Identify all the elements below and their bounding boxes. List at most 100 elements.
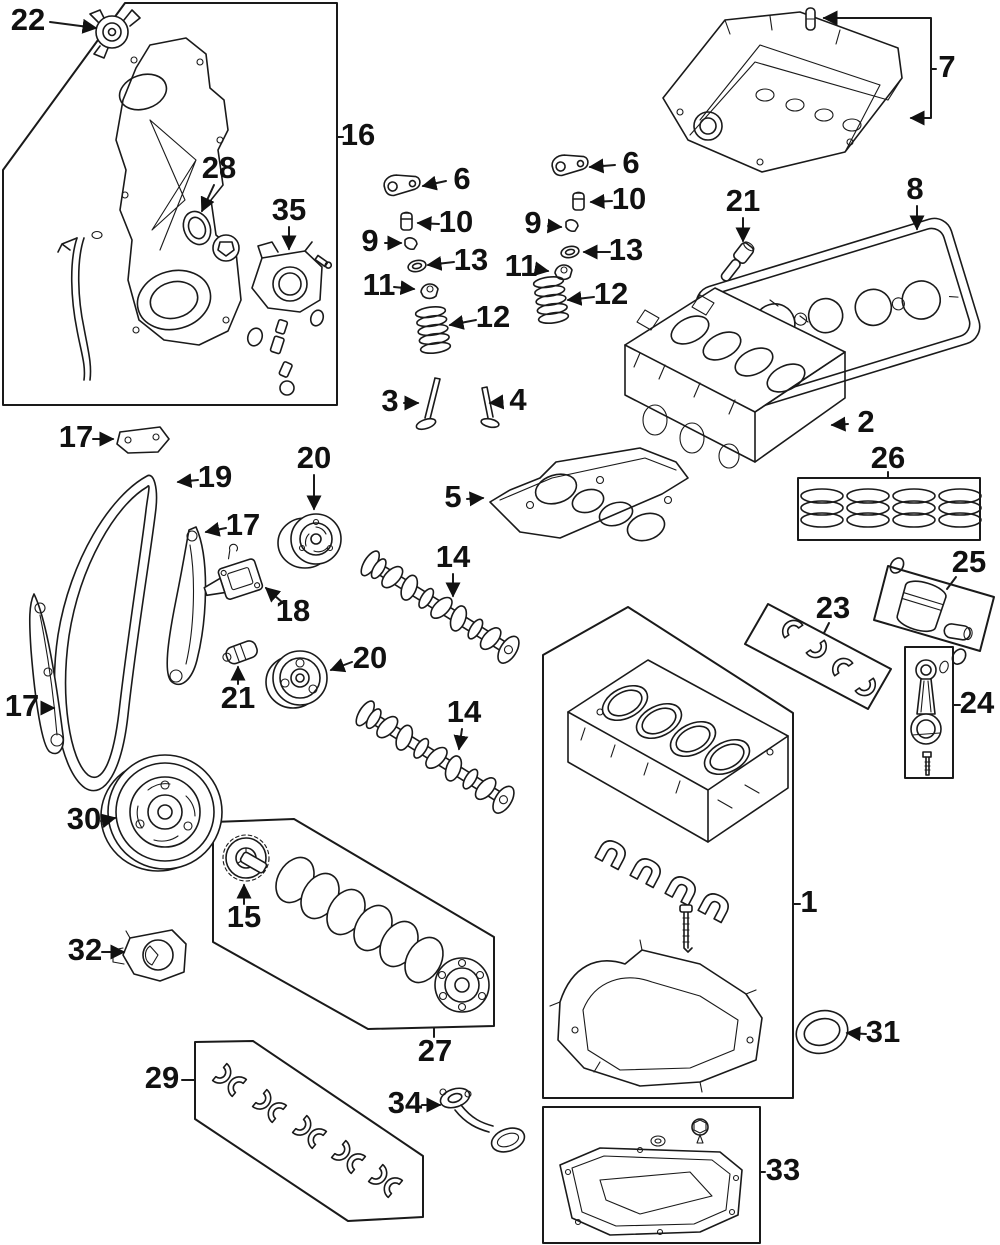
- callout-34[interactable]: 34: [388, 1085, 423, 1120]
- callout-12b[interactable]: 12: [594, 276, 628, 311]
- callout-30[interactable]: 30: [67, 801, 101, 836]
- rod-bolt: [922, 751, 932, 776]
- camshaft-exhaust: [355, 700, 515, 814]
- callout-32[interactable]: 32: [68, 932, 102, 967]
- callout-33[interactable]: 33: [766, 1152, 800, 1187]
- callout-35[interactable]: 35: [272, 192, 306, 227]
- vvt-cam-sprocket: [277, 513, 342, 569]
- callout-11[interactable]: 11: [363, 267, 396, 302]
- timing-front-cover: [115, 37, 242, 346]
- callout-9b[interactable]: 9: [524, 205, 541, 240]
- callout-13[interactable]: 13: [454, 242, 488, 277]
- callout-14a[interactable]: 14: [436, 539, 471, 574]
- main-bearing-shells: [211, 1062, 404, 1199]
- callout-29[interactable]: 29: [145, 1060, 179, 1095]
- callout-25[interactable]: 25: [952, 544, 986, 579]
- box-piston: [873, 565, 995, 652]
- main-bearing-caps: [594, 836, 733, 924]
- oil-pan: [559, 1118, 743, 1236]
- spring-retainer-left: [420, 283, 439, 300]
- valve-cover: [662, 11, 903, 173]
- box-main-bearings: [194, 1040, 424, 1222]
- callout-31[interactable]: 31: [866, 1014, 900, 1049]
- callout-17c[interactable]: 17: [5, 688, 39, 723]
- callout-21b[interactable]: 21: [221, 680, 255, 715]
- callout-17b[interactable]: 17: [226, 507, 260, 542]
- callout-14b[interactable]: 14: [447, 694, 482, 729]
- connecting-rod: [910, 659, 949, 776]
- valve-seal-left: [407, 259, 427, 273]
- callout-24[interactable]: 24: [960, 685, 995, 720]
- callout-18[interactable]: 18: [276, 593, 310, 628]
- box-oil-pan: [542, 1106, 761, 1244]
- exhaust-valve: [480, 386, 500, 429]
- callout-10[interactable]: 10: [439, 204, 473, 239]
- spring-retainer-right: [554, 264, 573, 281]
- camshaft-intake: [360, 550, 520, 664]
- piston-ring-sets: [800, 488, 982, 528]
- callout-16[interactable]: 16: [341, 117, 375, 152]
- oil-pump-drive: [112, 929, 187, 982]
- valve-spring-right: [532, 274, 570, 326]
- oil-pump-rotor: [212, 234, 240, 262]
- rocker-arm-right: [551, 154, 589, 177]
- callout-17a[interactable]: 17: [59, 419, 93, 454]
- crankshaft: [239, 851, 490, 1013]
- block-bolt: [679, 904, 693, 953]
- callout-6[interactable]: 6: [453, 161, 470, 196]
- camshaft-sensor: [720, 241, 755, 282]
- tensioner-piston: [222, 640, 258, 665]
- box-rod-bearings: [744, 603, 892, 710]
- rear-main-seal: [795, 1009, 849, 1055]
- valve-keeper-left: [404, 237, 418, 251]
- callout-11b[interactable]: 11: [505, 248, 538, 283]
- oil-pump-assembly: [246, 241, 333, 396]
- callout-15[interactable]: 15: [227, 899, 261, 934]
- valve-spring-left: [414, 304, 452, 356]
- callout-27[interactable]: 27: [418, 1033, 452, 1068]
- chain-guide-left: [28, 593, 65, 755]
- callout-1[interactable]: 1: [800, 884, 817, 919]
- cover-stud: [805, 7, 816, 31]
- head-gasket: [489, 447, 689, 542]
- callout-22[interactable]: 22: [11, 2, 45, 37]
- cylinder-head: [624, 287, 846, 469]
- lash-adjuster-left: [400, 211, 413, 231]
- callout-12[interactable]: 12: [476, 299, 510, 334]
- box-short-block: [542, 606, 794, 1099]
- callout-26[interactable]: 26: [871, 440, 905, 475]
- oil-pickup-tube: [439, 1087, 526, 1153]
- vacuum-pump: [89, 9, 141, 59]
- callout-23[interactable]: 23: [816, 590, 850, 625]
- callout-5[interactable]: 5: [444, 479, 461, 514]
- callout-7[interactable]: 7: [938, 49, 955, 84]
- callout-19[interactable]: 19: [198, 459, 232, 494]
- valve-keeper-right: [565, 219, 579, 233]
- callout-4[interactable]: 4: [509, 382, 527, 417]
- rocker-arm-left: [383, 174, 421, 197]
- valve-seal-right: [560, 245, 580, 259]
- intake-valve: [415, 377, 441, 431]
- piston-kit: [889, 557, 973, 665]
- callout-13b[interactable]: 13: [609, 232, 643, 267]
- callout-28[interactable]: 28: [202, 150, 236, 185]
- box-crankshaft: [212, 818, 495, 1030]
- callout-21[interactable]: 21: [726, 183, 760, 218]
- callout-10b[interactable]: 10: [612, 181, 646, 216]
- callout-6b[interactable]: 6: [622, 145, 639, 180]
- timing-chain: [53, 474, 158, 792]
- box-connecting-rod: [904, 646, 954, 779]
- callout-labels: 22 16 28 35 6 10 9 13 11 12 6 10 9 13 11…: [5, 2, 995, 1187]
- callout-2[interactable]: 2: [857, 404, 874, 439]
- crankshaft-pulley: [100, 754, 223, 872]
- cam-pulley: [265, 650, 328, 709]
- callout-9[interactable]: 9: [361, 223, 378, 258]
- crankshaft-front-seal: [182, 210, 212, 246]
- chain-guide-right: [166, 526, 207, 686]
- callout-20a[interactable]: 20: [297, 440, 331, 475]
- callout-3[interactable]: 3: [381, 383, 398, 418]
- callout-20b[interactable]: 20: [353, 640, 387, 675]
- chain-tensioner: [203, 543, 264, 600]
- oil-dipstick-tube: [57, 230, 103, 381]
- callout-8[interactable]: 8: [906, 171, 923, 206]
